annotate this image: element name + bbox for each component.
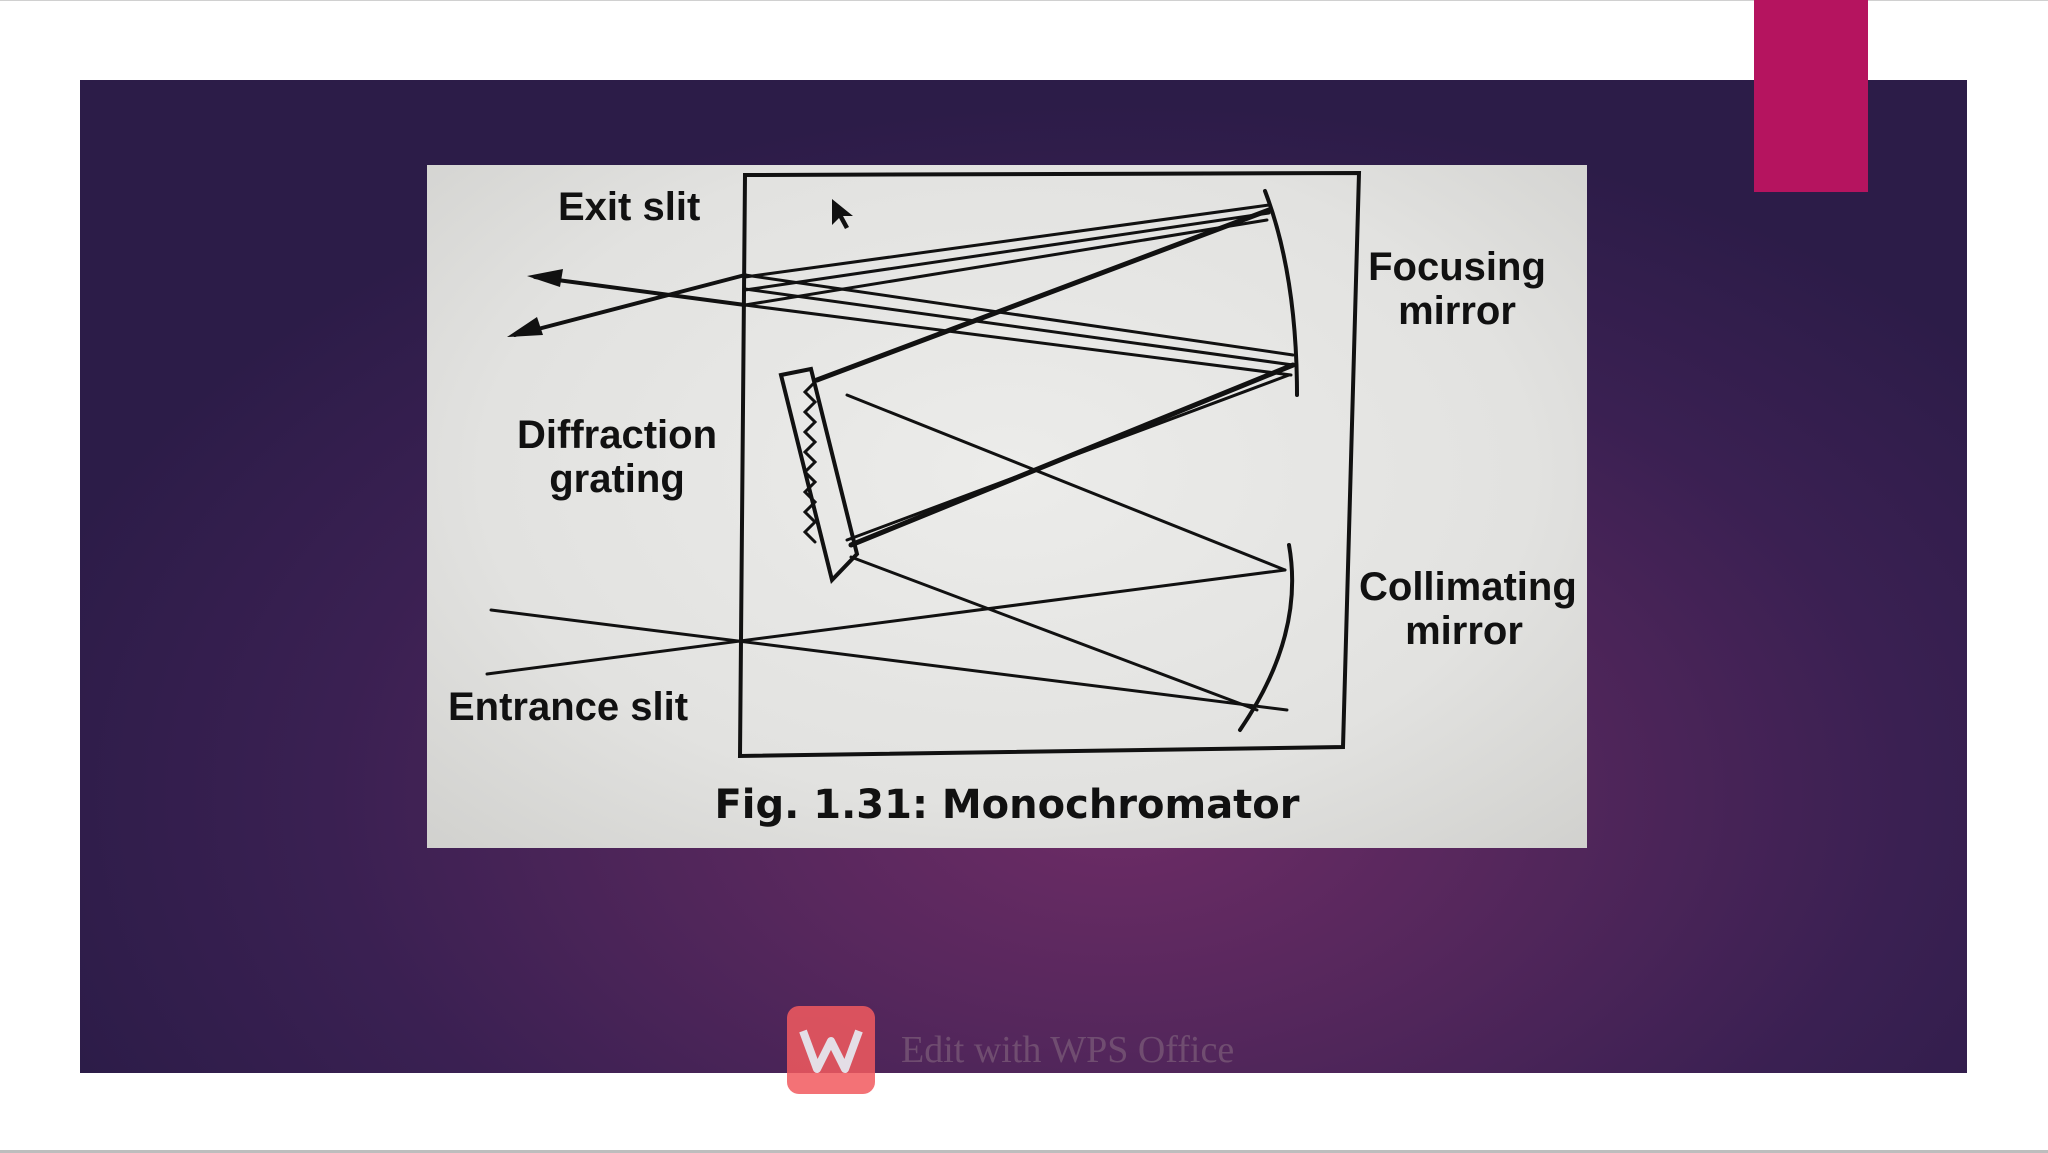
entrance-slit-label: Entrance slit (448, 685, 689, 729)
exit-arrowhead-upper (527, 269, 563, 287)
instrument-box (737, 170, 1362, 759)
entrance-beam-lower (485, 568, 1287, 676)
exit-arrowhead-lower (507, 317, 543, 337)
collimating-mirror-label: Collimating mirror (1359, 565, 1577, 653)
dispersed-beam-c (845, 373, 1291, 542)
top-divider (0, 0, 2048, 1)
diffraction-grating-label-line2: grating (549, 457, 685, 501)
diffraction-grating (778, 366, 860, 584)
focused-beam-6 (743, 303, 1293, 377)
diffraction-grating-label-line1: Diffraction (517, 413, 717, 457)
focused-beam-1 (743, 203, 1271, 279)
focusing-mirror-label-line1: Focusing (1368, 245, 1546, 289)
collimating-mirror-label-line2: mirror (1405, 609, 1523, 653)
focusing-mirror-label-line2: mirror (1398, 289, 1516, 333)
focused-beam-4 (743, 273, 1295, 357)
diffraction-grating-label: Diffraction grating (507, 413, 727, 501)
focused-beam-2 (743, 211, 1271, 292)
wps-watermark[interactable]: Edit with WPS Office (787, 1005, 1234, 1095)
monochromator-figure: Exit slit Focusing mirror Diffraction gr… (427, 165, 1587, 848)
exit-ray-lower (513, 273, 747, 337)
exit-ray-upper (533, 275, 747, 307)
collimating-mirror-label-line1: Collimating (1359, 565, 1577, 609)
bottom-divider (0, 1150, 2048, 1153)
wps-watermark-text: Edit with WPS Office (901, 1029, 1235, 1071)
focusing-mirror (1263, 189, 1299, 397)
wps-w-glyph (799, 1029, 863, 1073)
figure-caption: Fig. 1.31: Monochromator (714, 782, 1300, 828)
dispersed-beam-a (814, 207, 1272, 383)
entrance-beam-upper (489, 608, 1289, 712)
focusing-mirror-label: Focusing mirror (1367, 245, 1547, 333)
wps-w-icon (787, 1006, 875, 1094)
cursor-pointer-icon (832, 199, 853, 229)
focused-beam-5 (743, 287, 1295, 367)
exit-slit-label: Exit slit (558, 185, 701, 229)
monochromator-diagram (485, 170, 1362, 759)
grating-grooves (802, 380, 818, 544)
collimated-beam-a (845, 393, 1287, 572)
accent-bar (1754, 0, 1868, 192)
focused-beam-3 (743, 218, 1269, 307)
collimated-beam-b (849, 555, 1259, 712)
